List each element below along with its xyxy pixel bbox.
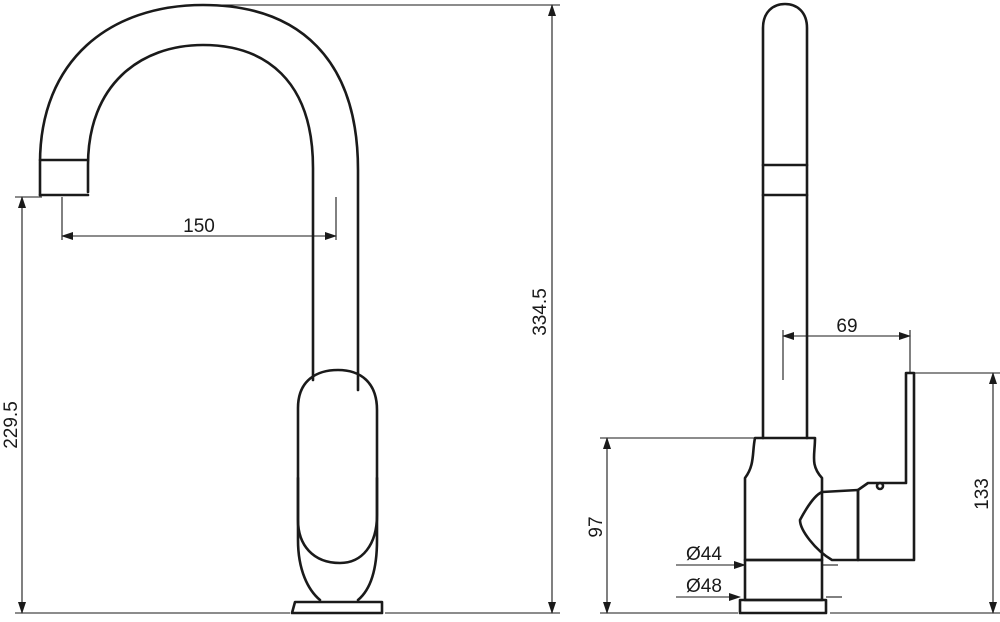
side-spout bbox=[761, 2, 809, 440]
dim-spout-reach: 150 bbox=[183, 216, 215, 237]
front-body-right bbox=[356, 476, 379, 602]
side-lever bbox=[856, 371, 916, 562]
dim-total-height: 334.5 bbox=[530, 288, 551, 336]
front-lever bbox=[296, 368, 379, 565]
front-base bbox=[290, 600, 384, 615]
dim-base-diameter: Ø48 bbox=[686, 576, 722, 597]
front-view bbox=[38, 3, 384, 615]
front-spout-outlet bbox=[38, 158, 90, 197]
front-dimensions: 150 334.5 229.5 bbox=[1, 4, 560, 614]
side-base bbox=[743, 558, 824, 602]
side-lever-arm bbox=[798, 488, 860, 562]
dim-lever-height: 133 bbox=[972, 478, 993, 510]
dim-body-diameter: Ø44 bbox=[686, 544, 722, 565]
front-body-left bbox=[296, 476, 322, 602]
side-view bbox=[738, 2, 916, 615]
side-dimensions: 69 97 133 Ø44 Ø48 bbox=[586, 316, 1000, 614]
dim-body-height: 97 bbox=[586, 516, 607, 537]
dim-spout-height: 229.5 bbox=[1, 401, 22, 449]
side-base-ring bbox=[738, 598, 828, 615]
front-spout-inner bbox=[38, 3, 360, 392]
front-spout-outer bbox=[86, 43, 315, 382]
dim-lever-reach: 69 bbox=[836, 316, 857, 337]
